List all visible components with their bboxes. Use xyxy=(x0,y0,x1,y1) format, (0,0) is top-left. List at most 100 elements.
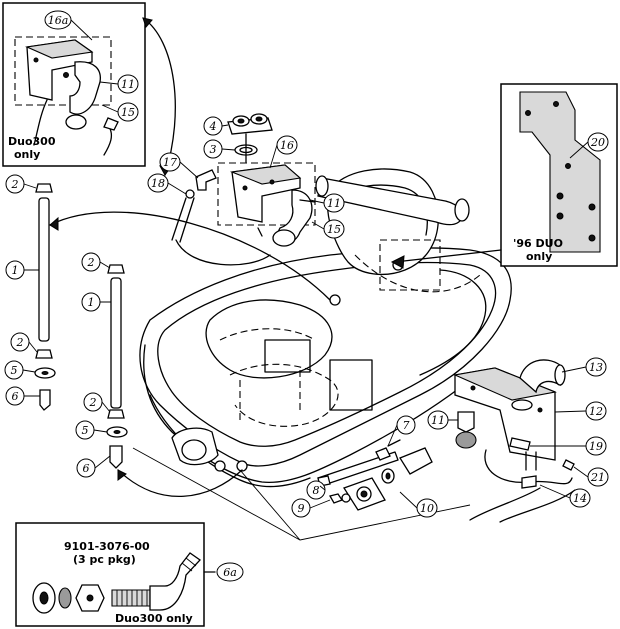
plate-hole-5 xyxy=(556,212,564,220)
plate-hole-3 xyxy=(556,192,564,200)
callouts: 16a 11 15 4 3 16 17 18 11 15 20 2 1 2 1 … xyxy=(4,10,609,582)
duo300-label-line1: Duo300 xyxy=(8,135,56,148)
arrow-rod xyxy=(49,216,59,231)
callout-9: 9 xyxy=(291,498,311,518)
washer-9 xyxy=(341,493,351,503)
center-bracket-top xyxy=(229,164,302,185)
svg-text:12: 12 xyxy=(589,405,603,418)
part-6a-threads xyxy=(116,590,148,606)
fitting-6-left xyxy=(39,389,51,411)
right-bracket-assembly xyxy=(453,359,576,523)
bracket-hose xyxy=(33,99,48,146)
callout-14: 14 xyxy=(569,488,591,508)
washer-5-left-hole xyxy=(41,371,49,375)
arrow-fitting xyxy=(117,469,127,481)
svg-text:4: 4 xyxy=(209,120,217,133)
svg-text:18: 18 xyxy=(151,177,165,190)
hose-14-lower xyxy=(469,487,541,521)
svg-text:11: 11 xyxy=(431,414,445,427)
screw-7 xyxy=(375,447,391,461)
plate-hole-7 xyxy=(565,163,571,169)
center-dashed-frame xyxy=(217,162,316,226)
callout-6-b: 6 xyxy=(76,458,96,478)
hull-inner-rim xyxy=(157,261,497,447)
bracket-12-top xyxy=(453,367,557,401)
svg-text:6: 6 xyxy=(12,390,19,403)
svg-text:9: 9 xyxy=(298,502,305,515)
hidden-fuel-tube xyxy=(229,363,339,427)
screw-7-thread xyxy=(387,439,401,447)
callout-11-inset: 11 xyxy=(117,74,139,94)
callout-2-b: 2 xyxy=(81,252,101,272)
center-bracket-screw xyxy=(242,185,248,191)
bracket-screw xyxy=(63,72,69,78)
callout-11-center: 11 xyxy=(323,193,345,213)
part-11-center-hose xyxy=(299,199,316,203)
hidden-compartment-b xyxy=(354,239,481,293)
bracket-elbow xyxy=(69,61,101,115)
leader-inset-to-center xyxy=(142,17,176,176)
nozzle-19 xyxy=(509,437,531,451)
screw-21 xyxy=(562,459,575,471)
nut-9 xyxy=(329,493,343,504)
part-6a-pkg: (3 pc pkg) xyxy=(73,553,136,566)
svg-text:15: 15 xyxy=(327,223,341,236)
callout-19: 19 xyxy=(585,436,607,456)
svg-text:3: 3 xyxy=(210,143,217,156)
drain-plug-right xyxy=(236,460,248,472)
bracket-12-screw xyxy=(470,385,476,391)
arrow-96duo xyxy=(390,255,405,269)
svg-text:17: 17 xyxy=(163,156,177,169)
callout-15-inset: 15 xyxy=(117,102,139,122)
callout-17: 17 xyxy=(159,152,181,172)
hose-14-clip xyxy=(521,475,537,489)
callout-21: 21 xyxy=(587,467,609,487)
elbow-13-end xyxy=(554,364,566,386)
cap-2-bottom-left xyxy=(35,349,53,359)
callout-7: 7 xyxy=(396,415,416,435)
inset-96-duo: '96 DUO only xyxy=(390,83,618,269)
cap-2-top-right xyxy=(107,264,125,274)
bracket-12-post xyxy=(525,451,537,471)
svg-text:1: 1 xyxy=(12,264,19,277)
bracket-plate-20 xyxy=(519,91,601,253)
part-4-hole-a xyxy=(237,118,245,124)
callout-1-b: 1 xyxy=(81,292,101,312)
plate-hole-2 xyxy=(553,101,559,107)
svg-text:2: 2 xyxy=(87,256,95,269)
part-11-center-clip xyxy=(257,227,263,237)
hull-skirt-lower xyxy=(149,394,311,488)
drain-plug-left xyxy=(214,460,226,472)
callout-leaders xyxy=(22,19,589,509)
drain-opening xyxy=(181,439,207,461)
callout-6-a: 6 xyxy=(5,386,25,406)
callout-11-right: 11 xyxy=(427,410,449,430)
bracket-elbow-ring xyxy=(65,114,87,130)
part-6a-nut-hole xyxy=(86,594,94,602)
callout-3: 3 xyxy=(203,139,223,159)
callout-20: 20 xyxy=(587,132,609,152)
inner-compartment-b xyxy=(264,339,311,373)
rods-left xyxy=(34,183,331,498)
hull-assembly xyxy=(132,168,512,541)
part-6a-barb xyxy=(181,557,197,572)
lower-drain-parts xyxy=(317,439,433,511)
callout-5-b: 5 xyxy=(75,420,95,440)
hull-fitting-1 xyxy=(329,294,341,306)
part-6a-ring xyxy=(58,587,72,609)
callout-4: 4 xyxy=(203,116,223,136)
duo300-label-line2: only xyxy=(14,148,40,161)
svg-text:14: 14 xyxy=(573,492,587,505)
washer-5-right-hole xyxy=(113,430,121,434)
fitting-11-right xyxy=(457,411,475,433)
callout-15-center: 15 xyxy=(323,219,345,239)
svg-text:6: 6 xyxy=(83,462,90,475)
svg-text:11: 11 xyxy=(327,197,341,210)
svg-text:2: 2 xyxy=(89,396,97,409)
hose-14-lower-2 xyxy=(499,489,576,523)
callout-2-d: 2 xyxy=(83,392,103,412)
part-18-clamp xyxy=(185,189,195,199)
leader-96duo-to-hull xyxy=(394,249,502,263)
callout-8: 8 xyxy=(306,480,326,500)
